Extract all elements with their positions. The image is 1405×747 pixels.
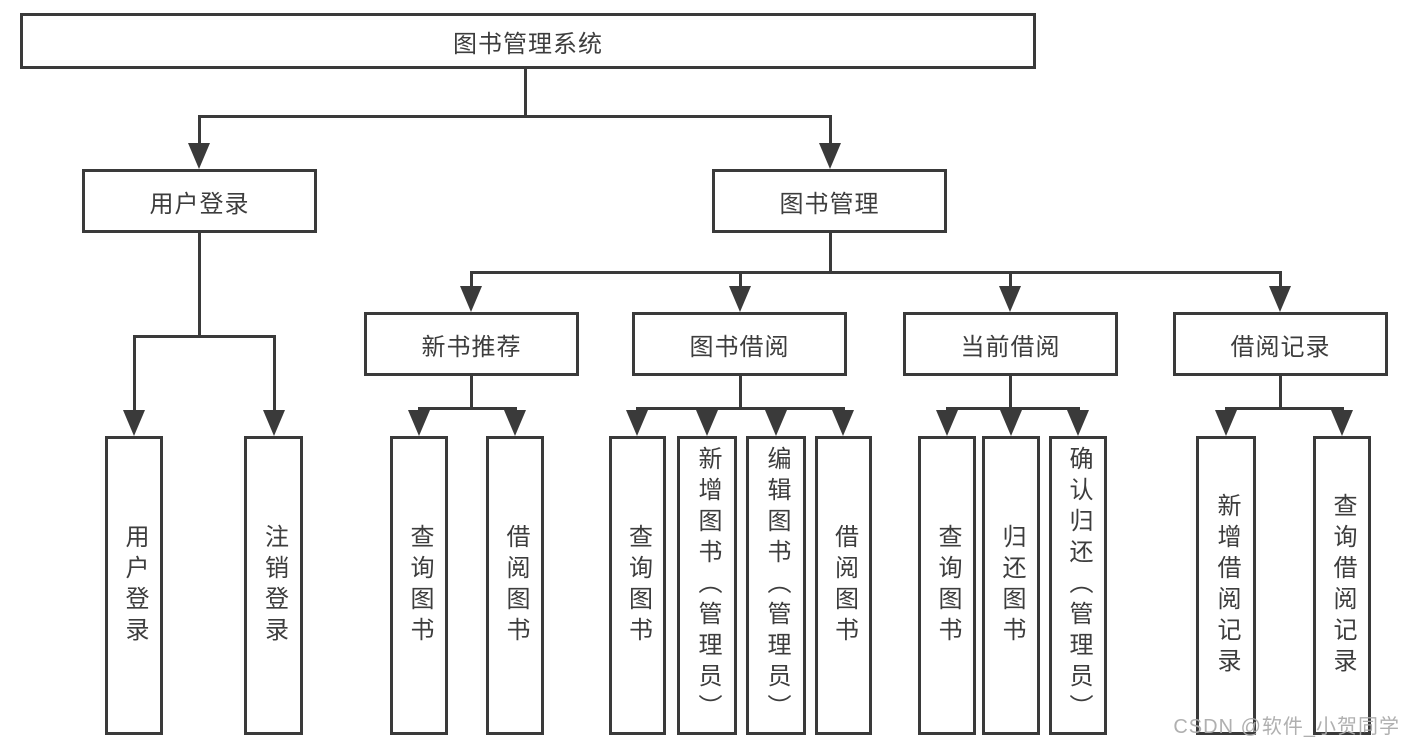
node-user-login: 用户登录 xyxy=(82,169,317,233)
node-leaf-logout: 注销登录 xyxy=(244,436,303,735)
node-current-borrow-label: 当前借阅 xyxy=(960,333,1061,361)
node-leaf-cb-confirm-return-label: 确认归还（管理员） xyxy=(1065,446,1092,725)
node-leaf-cb-search-book-label: 查询图书 xyxy=(934,523,961,648)
node-leaf-logout-label: 注销登录 xyxy=(260,523,288,648)
node-leaf-br-search-record-label: 查询借阅记录 xyxy=(1329,492,1356,679)
node-leaf-br-search-record: 查询借阅记录 xyxy=(1313,436,1371,735)
connector-line xyxy=(272,336,276,414)
arrowhead-icon xyxy=(123,410,145,436)
arrowhead-icon xyxy=(408,410,430,436)
arrowhead-icon xyxy=(832,410,854,436)
connector-line xyxy=(132,336,136,414)
node-leaf-rec-search-book-label: 查询图书 xyxy=(406,523,433,648)
connector-line xyxy=(1008,272,1012,290)
node-new-book-rec-label: 新书推荐 xyxy=(421,333,522,361)
node-current-borrow: 当前借阅 xyxy=(903,312,1118,376)
connector-line xyxy=(197,116,201,147)
node-leaf-bb-borrow-book: 借阅图书 xyxy=(815,436,872,735)
connector-line xyxy=(469,376,473,410)
connector-line xyxy=(828,116,832,147)
node-leaf-bb-edit-book-label: 编辑图书（管理员） xyxy=(763,446,790,725)
node-borrow-records: 借阅记录 xyxy=(1173,312,1388,376)
arrowhead-icon xyxy=(999,286,1021,312)
node-leaf-bb-search-book: 查询图书 xyxy=(609,436,666,735)
node-book-mgmt-label: 图书管理 xyxy=(779,190,880,218)
node-leaf-bb-borrow-book-label: 借阅图书 xyxy=(830,523,858,648)
node-leaf-br-add-record-label: 新增借阅记录 xyxy=(1213,492,1240,679)
connector-line xyxy=(1224,406,1344,410)
node-new-book-rec: 新书推荐 xyxy=(364,312,579,376)
node-leaf-bb-edit-book: 编辑图书（管理员） xyxy=(746,436,806,735)
node-leaf-rec-borrow-book-label: 借阅图书 xyxy=(502,523,529,648)
node-leaf-login: 用户登录 xyxy=(105,436,163,735)
arrowhead-icon xyxy=(1215,410,1237,436)
connector-line xyxy=(469,270,1282,274)
connector-line xyxy=(1278,376,1282,410)
connector-line xyxy=(828,233,832,274)
node-book-mgmt: 图书管理 xyxy=(712,169,947,233)
arrowhead-icon xyxy=(819,143,841,169)
connector-line xyxy=(197,114,832,118)
arrowhead-icon xyxy=(263,410,285,436)
arrowhead-icon xyxy=(1067,410,1089,436)
node-leaf-login-label: 用户登录 xyxy=(121,523,148,648)
connector-line xyxy=(132,334,276,338)
connector-line xyxy=(738,272,742,290)
node-leaf-rec-search-book: 查询图书 xyxy=(390,436,448,735)
node-leaf-bb-add-book-label: 新增图书（管理员） xyxy=(694,446,721,725)
arrowhead-icon xyxy=(729,286,751,312)
node-book-borrow-label: 图书借阅 xyxy=(689,333,790,361)
connector-line xyxy=(635,406,845,410)
connector-line xyxy=(523,69,527,118)
node-root-label: 图书管理系统 xyxy=(453,30,603,58)
connector-line xyxy=(197,233,201,338)
node-leaf-br-add-record: 新增借阅记录 xyxy=(1196,436,1256,735)
arrowhead-icon xyxy=(626,410,648,436)
arrowhead-icon xyxy=(936,410,958,436)
node-borrow-records-label: 借阅记录 xyxy=(1230,333,1331,361)
node-leaf-cb-return-book-label: 归还图书 xyxy=(998,523,1025,648)
connector-line xyxy=(1278,272,1282,290)
arrowhead-icon xyxy=(1000,410,1022,436)
arrowhead-icon xyxy=(765,410,787,436)
node-user-login-label: 用户登录 xyxy=(149,190,250,218)
connector-line xyxy=(417,406,517,410)
connector-line xyxy=(1008,376,1012,410)
node-leaf-cb-search-book: 查询图书 xyxy=(918,436,976,735)
node-leaf-cb-return-book: 归还图书 xyxy=(982,436,1040,735)
connector-line xyxy=(945,406,1080,410)
connector-line xyxy=(469,272,473,290)
node-leaf-bb-add-book: 新增图书（管理员） xyxy=(677,436,737,735)
node-book-borrow: 图书借阅 xyxy=(632,312,847,376)
arrowhead-icon xyxy=(1331,410,1353,436)
arrowhead-icon xyxy=(696,410,718,436)
node-leaf-rec-borrow-book: 借阅图书 xyxy=(486,436,544,735)
node-root: 图书管理系统 xyxy=(20,13,1036,69)
arrowhead-icon xyxy=(460,286,482,312)
arrowhead-icon xyxy=(504,410,526,436)
watermark: CSDN @软件_小贺同学 xyxy=(1173,716,1400,738)
node-leaf-bb-search-book-label: 查询图书 xyxy=(624,523,652,648)
connector-line xyxy=(738,376,742,410)
node-leaf-cb-confirm-return: 确认归还（管理员） xyxy=(1049,436,1107,735)
arrowhead-icon xyxy=(1269,286,1291,312)
arrowhead-icon xyxy=(188,143,210,169)
